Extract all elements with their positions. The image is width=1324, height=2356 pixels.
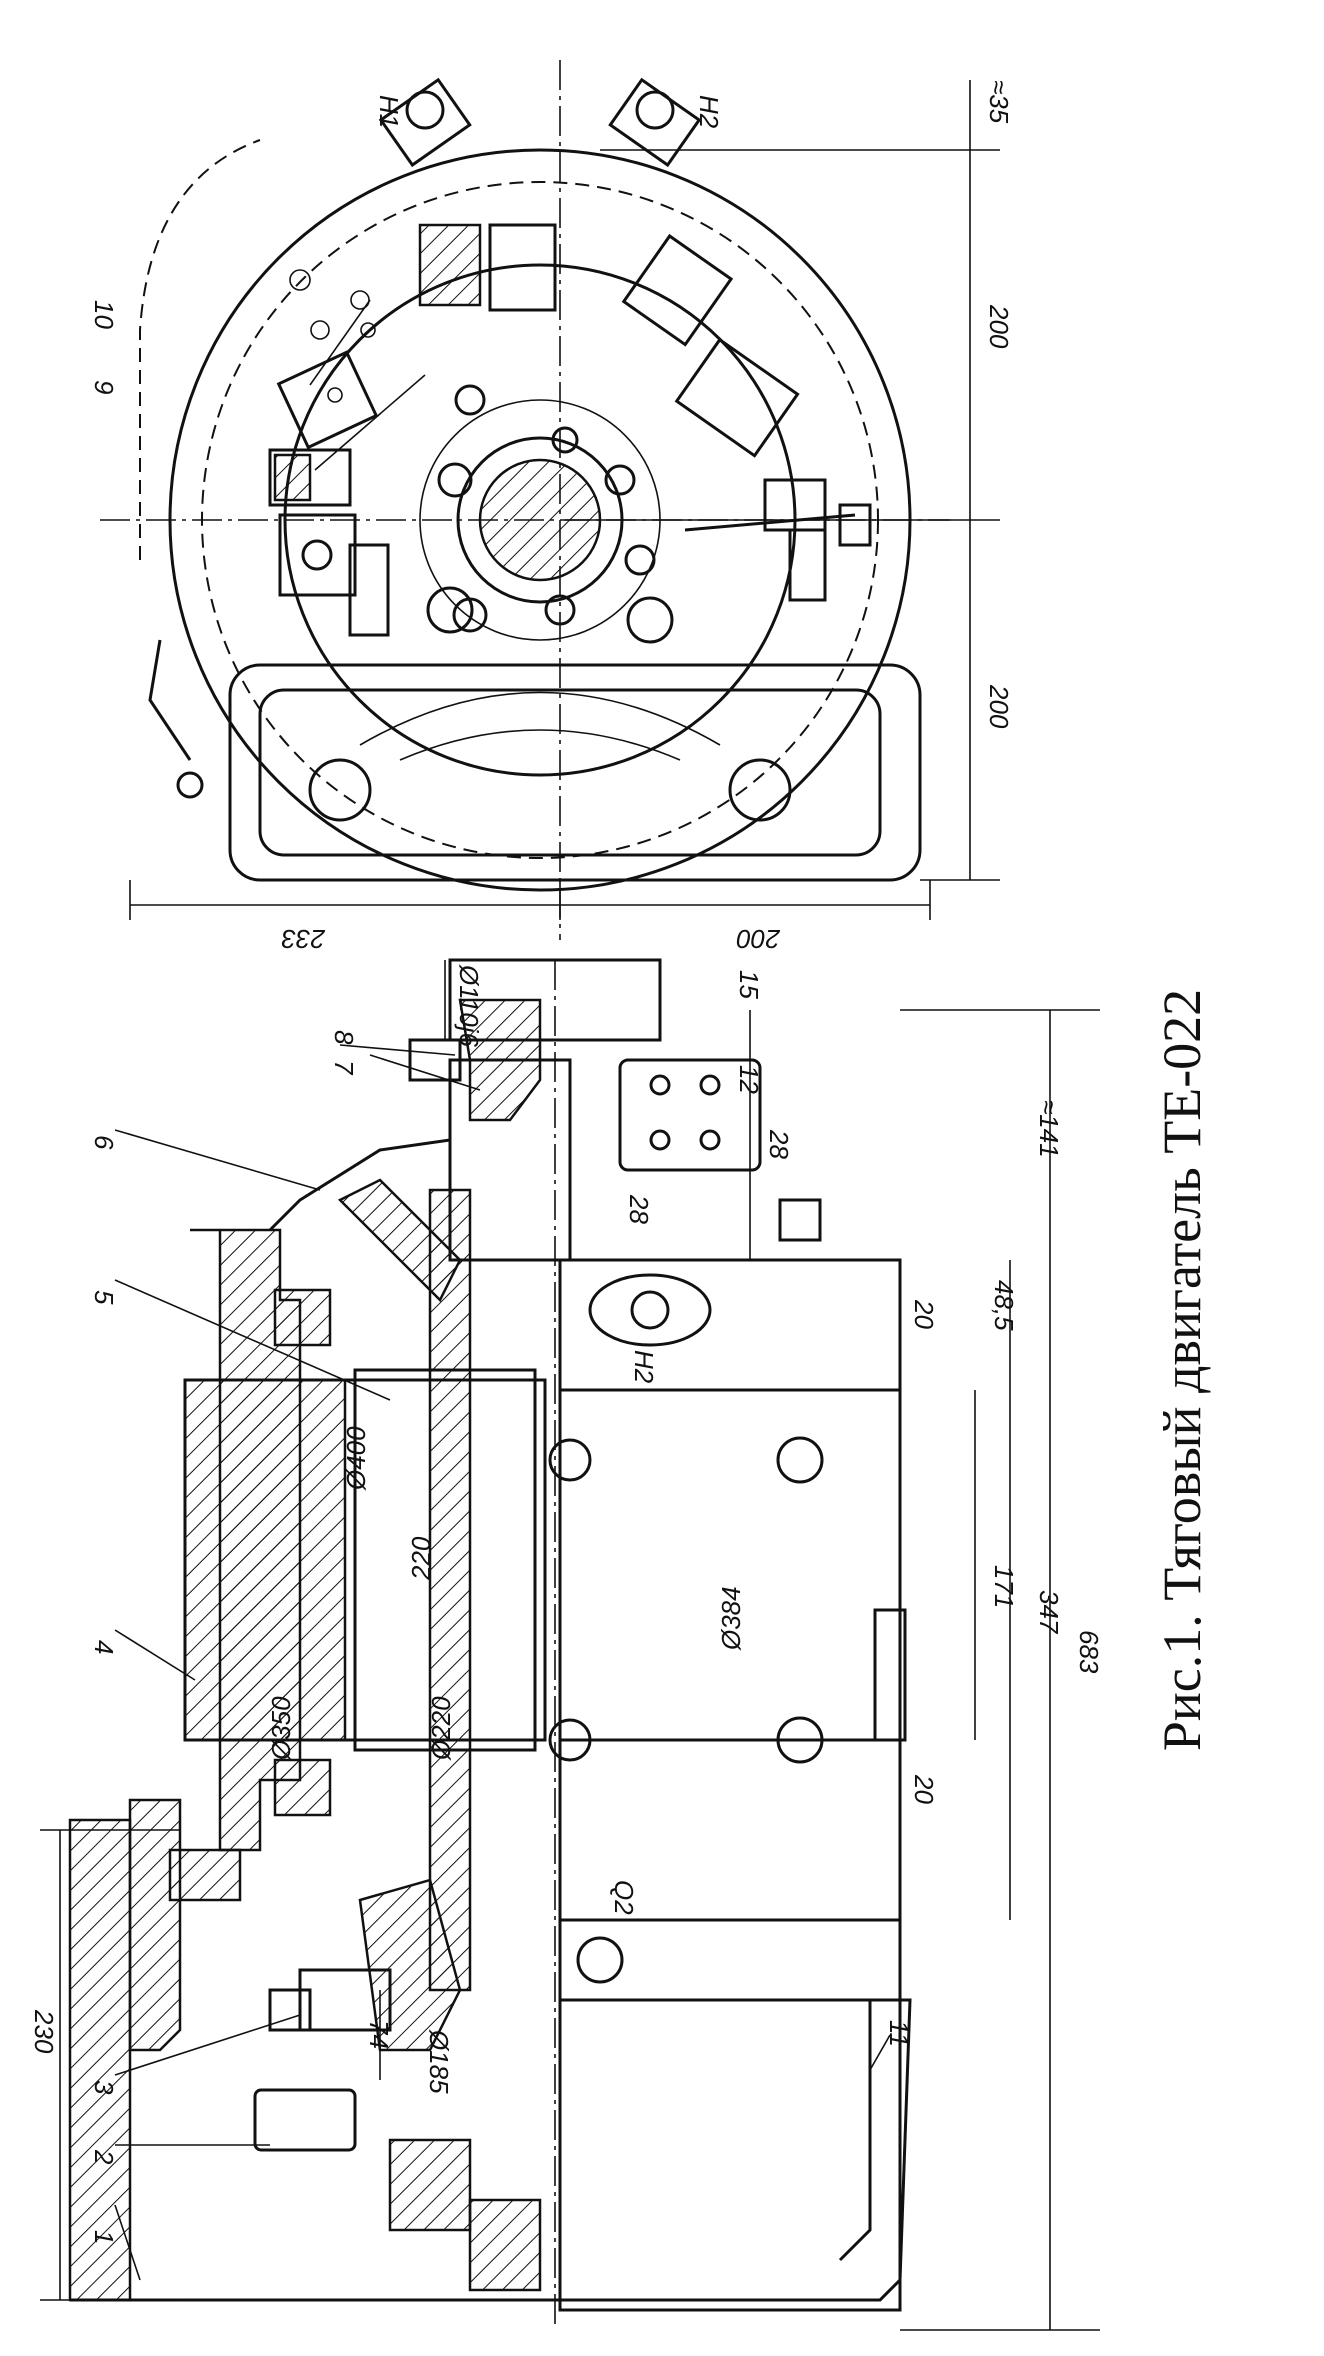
callout-2: 2	[89, 2149, 119, 2165]
dim-20-b: 20	[909, 1774, 939, 1804]
dim-220: 220	[406, 1536, 436, 1581]
callout-10: 10	[89, 300, 119, 329]
dim-171: 171	[989, 1565, 1019, 1608]
callout-11: 11	[884, 2020, 914, 2047]
dim-15: 15	[734, 970, 764, 999]
figure-caption: Рис.1. Тяговый двигатель ТЕ-022	[1152, 989, 1212, 1751]
terminal-h1: H1	[374, 95, 404, 128]
dim-end-200-a: 200	[984, 304, 1014, 349]
callout-7: 7	[329, 1060, 359, 1076]
dim-end-233: 233	[281, 924, 326, 954]
dim-683: 683	[1074, 1630, 1104, 1674]
callout-9: 9	[89, 380, 119, 394]
callout-8: 8	[329, 1030, 359, 1045]
dim-141: ≈141	[1034, 1100, 1064, 1158]
dim-d384: Ø384	[716, 1586, 746, 1651]
dim-20-a: 20	[909, 1299, 939, 1329]
dim-347: 347	[1034, 1590, 1064, 1635]
dim-end-35: ≈35	[984, 80, 1014, 124]
dim-d400: Ø400	[341, 1426, 371, 1491]
dim-end-200-c: 200	[736, 924, 781, 954]
callout-3: 3	[89, 2080, 119, 2095]
dim-end-200-b: 200	[984, 684, 1014, 729]
terminal-q2: Q2	[609, 1880, 639, 1915]
dim-d350: Ø350	[266, 1696, 296, 1761]
callout-4: 4	[89, 1640, 119, 1654]
end-view	[100, 60, 1000, 940]
dim-d185: Ø185	[424, 2029, 454, 2094]
dim-230: 230	[29, 2009, 59, 2054]
longitudinal-view	[40, 958, 1100, 2331]
terminal-h2-top: H2	[694, 95, 724, 129]
dim-48-5: 48,5	[989, 1280, 1019, 1331]
dim-74: 74	[364, 2020, 394, 2049]
callout-6: 6	[89, 1135, 119, 1150]
dim-28-a: 28	[764, 1129, 794, 1159]
terminal-h2-side: H2	[629, 1350, 659, 1384]
dim-d110j6: Ø110j6	[454, 964, 484, 1047]
dim-12: 12	[734, 1065, 764, 1094]
callout-5: 5	[89, 1290, 119, 1305]
callout-1: 1	[89, 2230, 119, 2244]
callout-leaders	[114, 299, 891, 2281]
dim-d220: Ø220	[426, 1696, 456, 1761]
dim-28-b: 28	[624, 1194, 654, 1224]
